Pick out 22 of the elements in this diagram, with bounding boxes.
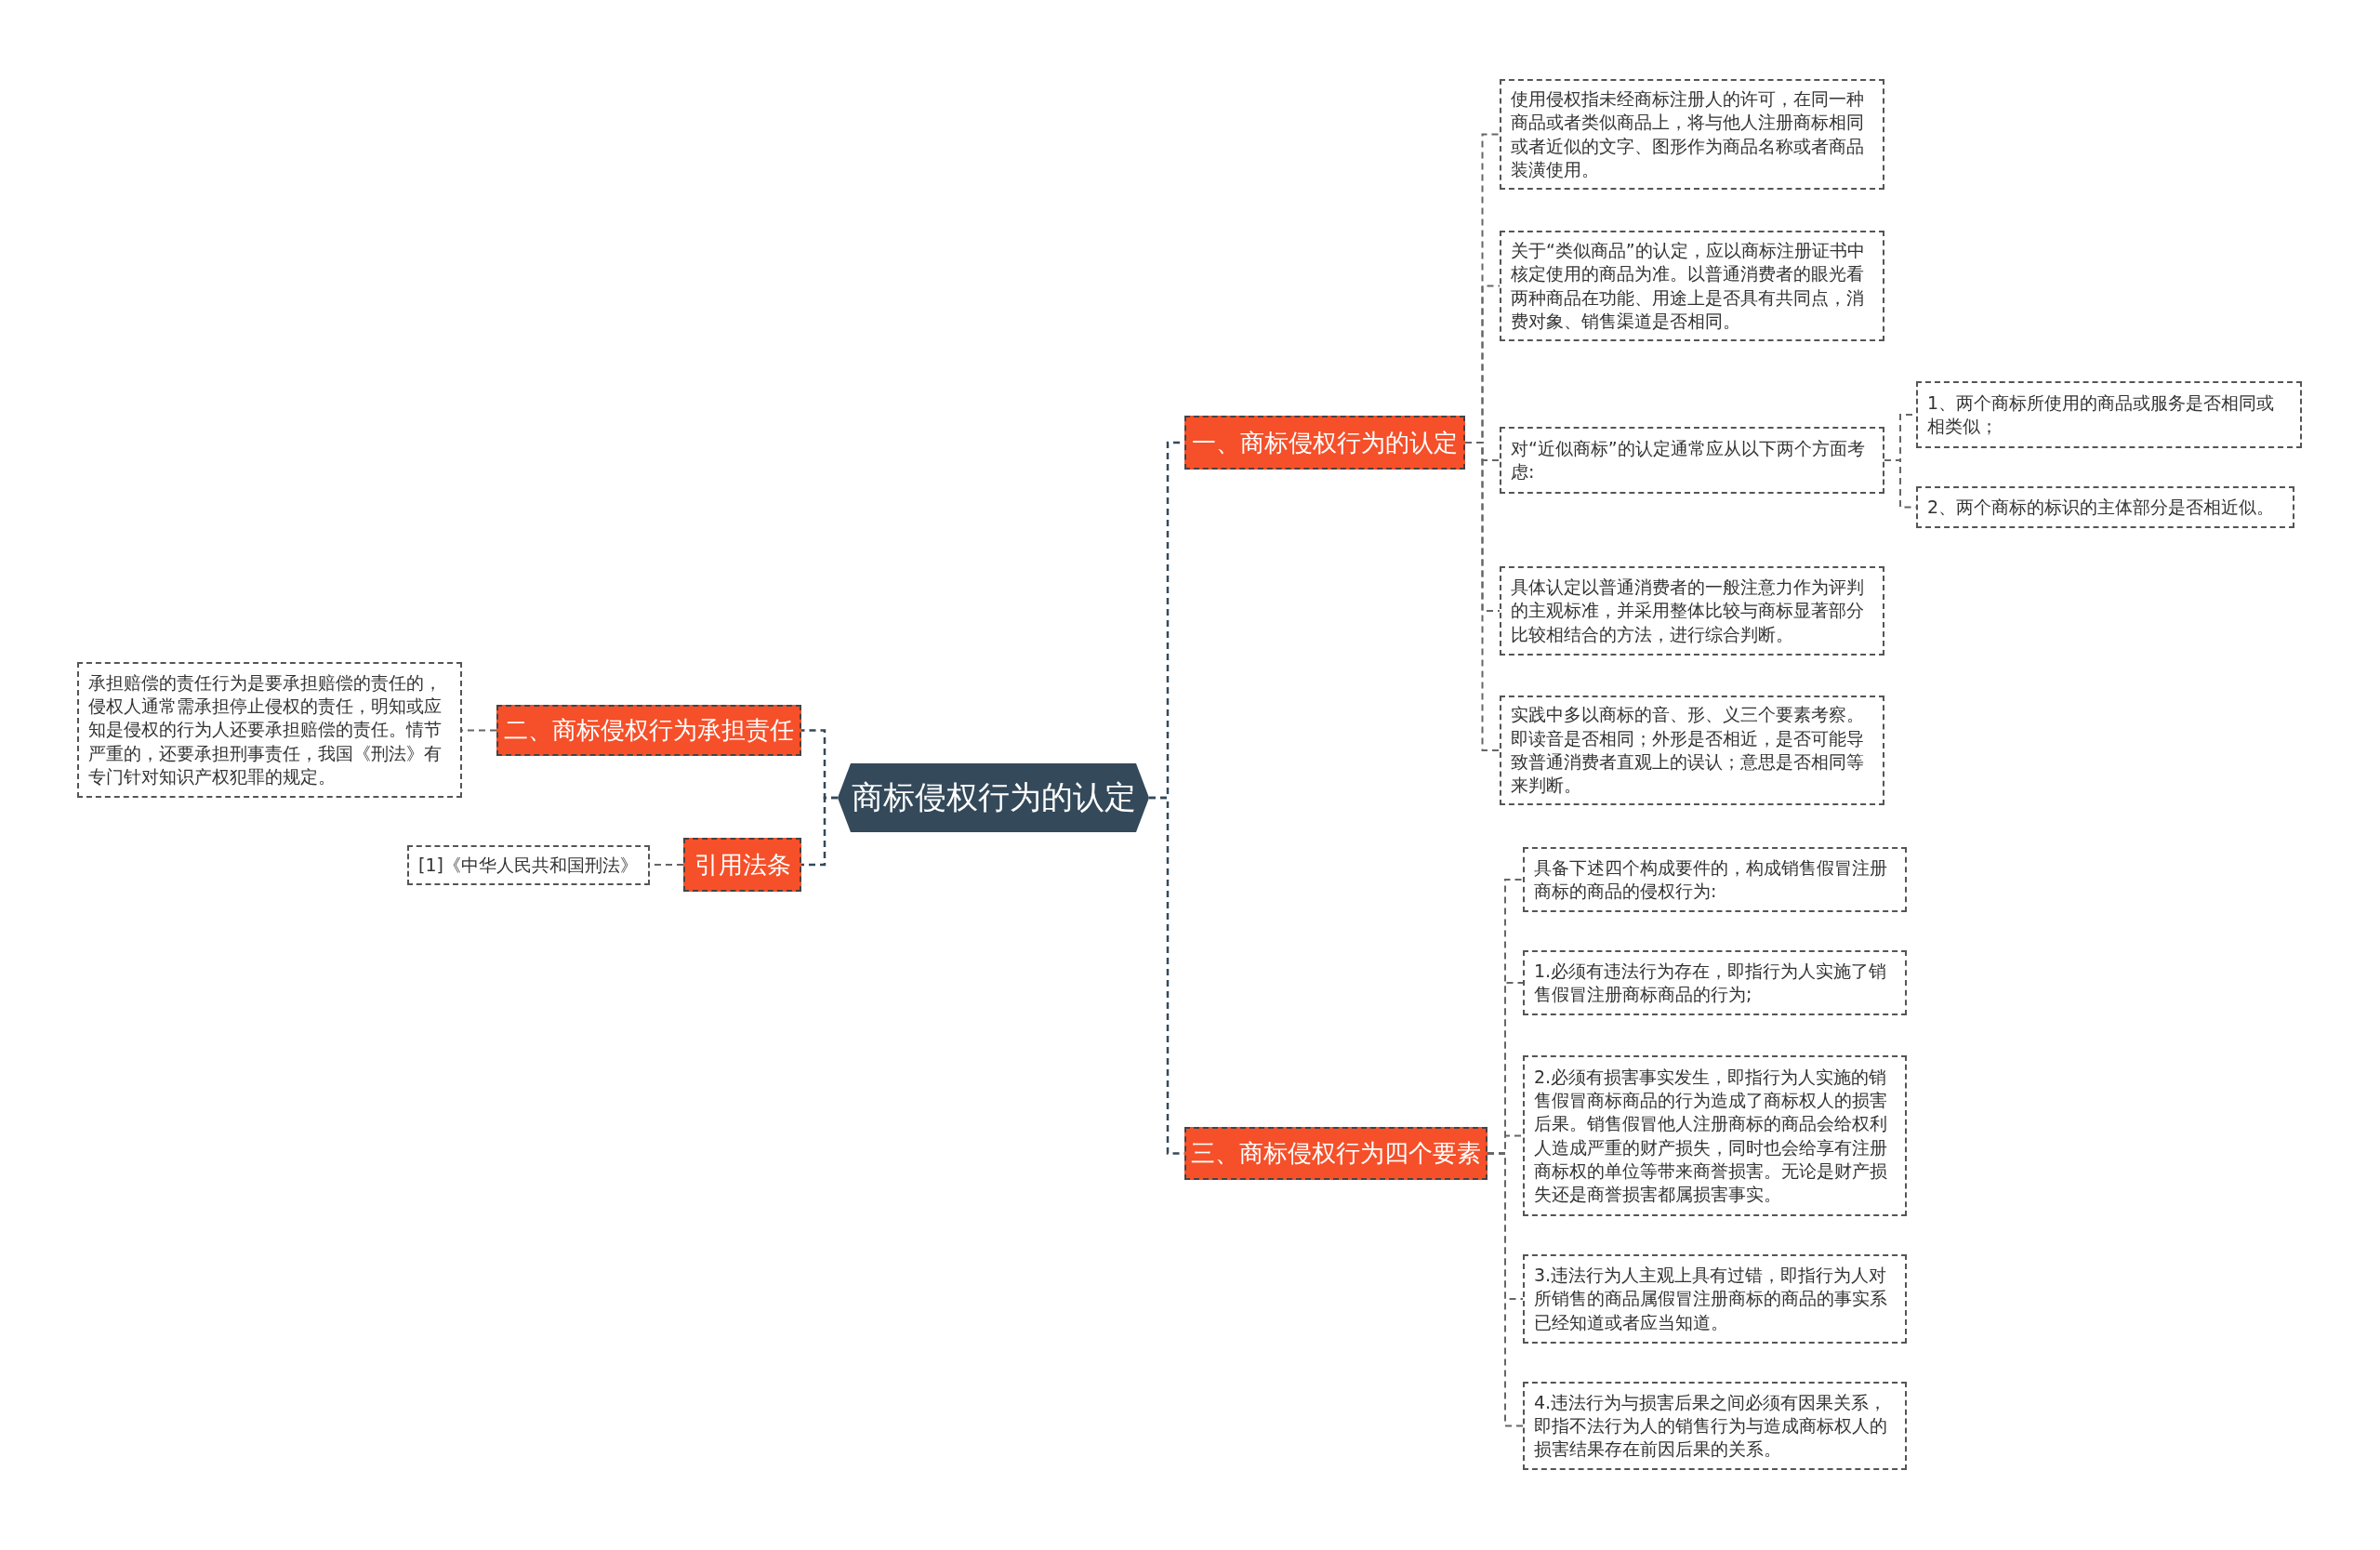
- connector-line: [1487, 1152, 1524, 1427]
- text-box: 4.违法行为与损害后果之间必须有因果关系，即指不法行为人的销售行为与造成商标权人的损害结果存在前因后果的关系。: [1523, 1382, 1907, 1470]
- text-box: 实践中多以商标的音、形、义三个要素考察。即读音是否相同；外形是否相近，是否可能导致普通消费者直观上的误认；意思是否相同等来判断。: [1500, 696, 1884, 805]
- connector-line: [1464, 442, 1501, 751]
- connector-line: [801, 796, 838, 867]
- text-box: 关于“类似商品”的认定，应以商标注册证书中核定使用的商品为准。以普通消费者的眼光看两种商品在功能、用途上是否具有共同点，消费对象、销售渠道是否相同。: [1500, 231, 1884, 341]
- topic-box: 引用法条: [683, 838, 801, 892]
- text-box: 2.必须有损害事实发生，即指行为人实施的销售假冒商标商品的行为造成了商标权人的损害后果。销售假冒他人注册商标的商品会给权利人造成严重的财产损失，同时也会给享有注册商标权的单位等带来商誉损害。无论是财产损失还是商誉损害都属损害事实。: [1523, 1055, 1907, 1216]
- text-box: 使用侵权指未经商标注册人的许可，在同一种商品或者类似商品上，将与他人注册商标相同或者近似的文字、图形作为商品名称或者商品装潢使用。: [1500, 79, 1884, 190]
- text-box: 承担赔偿的责任行为是要承担赔偿的责任的，侵权人通常需承担停止侵权的责任，明知或应知是侵权的行为人还要承担赔偿的责任。情节严重的，还要承担刑事责任，我国《刑法》有专门针对知识产权犯罪的规定。: [77, 662, 462, 798]
- text-box: 1.必须有违法行为存在，即指行为人实施了销售假冒注册商标商品的行为;: [1523, 950, 1907, 1015]
- central-topic: 商标侵权行为的认定: [838, 763, 1149, 832]
- text-box: 对“近似商标”的认定通常应从以下两个方面考虑:: [1500, 427, 1884, 494]
- text-box: 1、两个商标所使用的商品或服务是否相同或相类似；: [1916, 381, 2302, 448]
- topic-box: 一、商标侵权行为的认定: [1184, 416, 1465, 470]
- text-box: 具体认定以普通消费者的一般注意力作为评判的主观标准，并采用整体比较与商标显著部分比较相结合的方法，进行综合判断。: [1500, 566, 1884, 656]
- text-box: 3.违法行为人主观上具有过错，即指行为人对所销售的商品属假冒注册商标的商品的事实系已经知道或者应当知道。: [1523, 1254, 1907, 1344]
- topic-box: 二、商标侵权行为承担责任: [496, 705, 801, 756]
- text-box: 2、两个商标的标识的主体部分是否相近似。: [1916, 486, 2294, 528]
- text-box: [1]《中华人民共和国刑法》: [407, 845, 650, 885]
- topic-box: 三、商标侵权行为四个要素: [1184, 1127, 1488, 1180]
- text-box: 具备下述四个构成要件的，构成销售假冒注册商标的商品的侵权行为:: [1523, 847, 1907, 912]
